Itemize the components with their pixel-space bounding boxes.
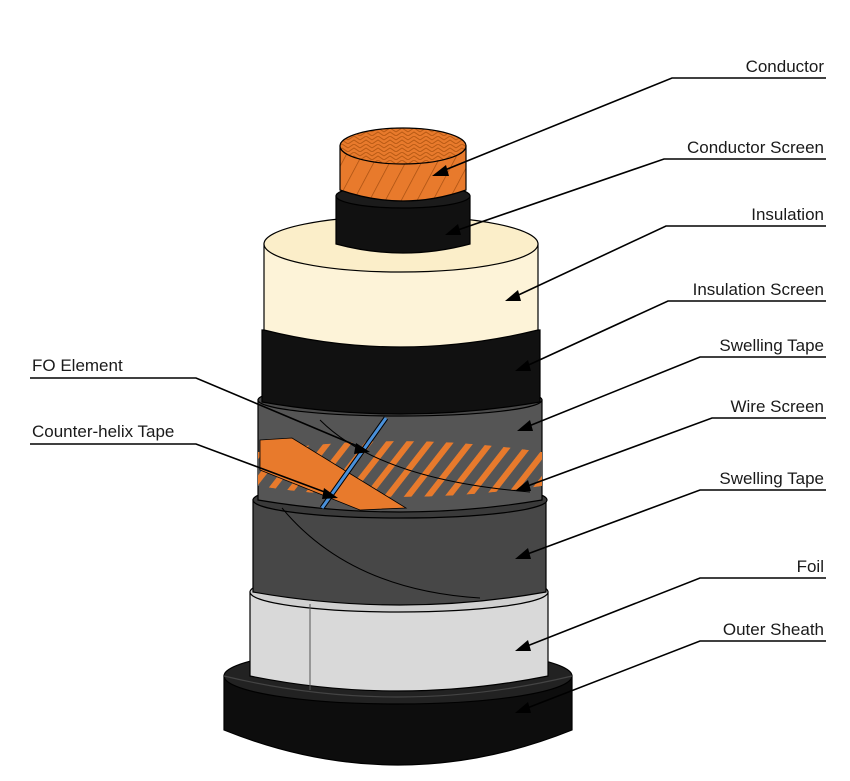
conductor-core — [339, 127, 467, 202]
label-foil: Foil — [797, 557, 824, 576]
label-conductor-screen: Conductor Screen — [687, 138, 824, 157]
arrowheads — [322, 165, 533, 713]
label-fo-element: FO Element — [32, 356, 123, 375]
label-swelling-tape-lower: Swelling Tape — [719, 469, 824, 488]
label-group: Conductor Conductor Screen Insulation In… — [32, 57, 824, 639]
counter-helix-tape — [259, 437, 408, 511]
label-wire-screen: Wire Screen — [730, 397, 824, 416]
label-outer-sheath: Outer Sheath — [723, 620, 824, 639]
fo-element — [319, 416, 389, 510]
label-conductor: Conductor — [746, 57, 825, 76]
leader-lines — [30, 77, 826, 711]
insulation-screen-layer — [261, 329, 541, 415]
label-insulation: Insulation — [751, 205, 824, 224]
label-insulation-screen: Insulation Screen — [693, 280, 824, 299]
label-counter-helix-tape: Counter-helix Tape — [32, 422, 174, 441]
label-swelling-tape-upper: Swelling Tape — [719, 336, 824, 355]
